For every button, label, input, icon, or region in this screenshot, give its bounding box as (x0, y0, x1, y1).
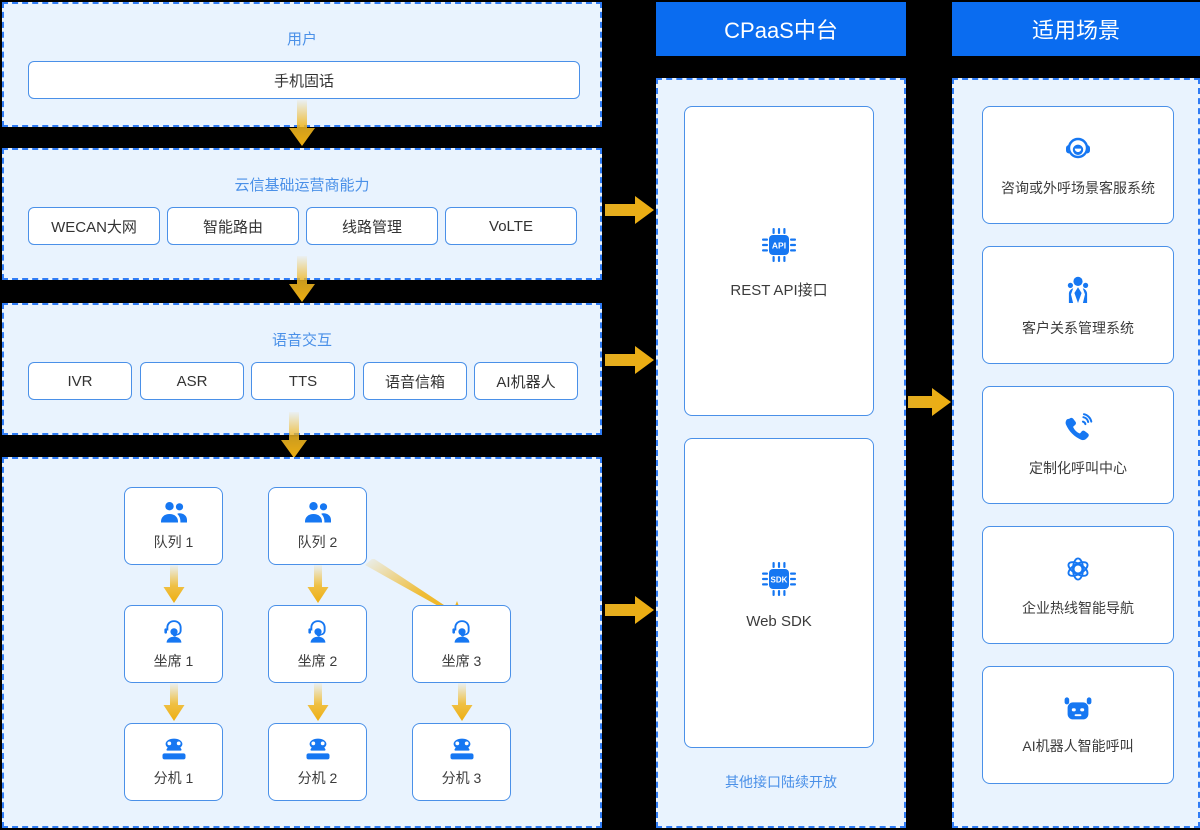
api-chip-icon: API (757, 223, 801, 267)
node-extension-3[interactable]: 分机 3 (412, 723, 511, 801)
node-label: 分机 3 (441, 769, 482, 786)
scenario-label: 企业热线智能导航 (1022, 599, 1134, 616)
scenario-label: 咨询或外呼场景客服系统 (1001, 179, 1155, 196)
chip-ai-robot[interactable]: AI机器人 (474, 362, 578, 400)
node-label: 分机 1 (153, 769, 194, 786)
atom-navigation-icon (1062, 553, 1094, 588)
arrow-down-queue1-agent1 (161, 565, 187, 610)
arrow-down-carrier-to-voice (286, 256, 318, 309)
node-agent-3[interactable]: 坐席 3 (412, 605, 511, 683)
chip-voicemail[interactable]: 语音信箱 (363, 362, 467, 400)
node-label: 坐席 2 (297, 652, 338, 669)
crm-people-icon (1062, 273, 1094, 308)
arrow-down-agent1-ext1 (161, 683, 187, 728)
card-rest-api[interactable]: API REST API接口 (684, 106, 874, 416)
chip-mobile-landline[interactable]: 手机固话 (28, 61, 580, 99)
arrow-down-queue2-agent2 (305, 565, 331, 610)
section-voice-interaction: 语音交互 IVR ASR TTS 语音信箱 AI机器人 (2, 303, 602, 435)
scenario-card-customer-service[interactable]: 咨询或外呼场景客服系统 (982, 106, 1174, 224)
users-group-icon (160, 501, 188, 525)
cpaas-footnote: 其他接口陆续开放 (725, 774, 837, 790)
desk-phone-icon (305, 737, 331, 761)
node-extension-2[interactable]: 分机 2 (268, 723, 367, 801)
banner-scenarios: 适用场景 (952, 2, 1200, 56)
arrow-down-agent3-ext3 (449, 683, 475, 728)
customer-service-icon (1062, 133, 1094, 168)
scenario-card-call-center[interactable]: 定制化呼叫中心 (982, 386, 1174, 504)
sdk-chip-text: SDK (771, 575, 788, 584)
ringing-phone-icon (1062, 412, 1094, 448)
chip-ivr[interactable]: IVR (28, 362, 132, 400)
chip-volte[interactable]: VoLTE (445, 207, 577, 245)
arrow-down-user-to-carrier (286, 100, 318, 153)
arrow-right-carrier-to-cpaas (605, 193, 655, 232)
section-title-carrier: 云信基础运营商能力 (234, 177, 370, 194)
desk-phone-icon (449, 737, 475, 761)
api-chip-text: API (772, 240, 786, 250)
chip-asr[interactable]: ASR (140, 362, 244, 400)
arrow-down-voice-to-routing (278, 412, 310, 465)
desk-phone-icon (161, 737, 187, 761)
arrow-right-cpaas-to-scenarios (908, 385, 952, 424)
card-label: Web SDK (746, 612, 812, 630)
chip-smart-routing[interactable]: 智能路由 (167, 207, 299, 245)
chip-wecan-network[interactable]: WECAN大网 (28, 207, 160, 245)
panel-scenarios: 咨询或外呼场景客服系统 客户关系管理系统 定制化呼叫中心 (952, 78, 1200, 828)
node-label: 坐席 1 (153, 652, 194, 669)
scenario-card-crm[interactable]: 客户关系管理系统 (982, 246, 1174, 364)
card-web-sdk[interactable]: SDK Web SDK (684, 438, 874, 748)
scenario-label: 客户关系管理系统 (1022, 319, 1134, 336)
scenario-card-hotline-navigation[interactable]: 企业热线智能导航 (982, 526, 1174, 644)
node-label: 分机 2 (297, 769, 338, 786)
headset-agent-icon (161, 618, 187, 644)
sdk-chip-icon: SDK (757, 557, 801, 601)
arrow-right-routing-to-cpaas (605, 593, 655, 632)
node-agent-1[interactable]: 坐席 1 (124, 605, 223, 683)
node-label: 队列 1 (153, 533, 194, 550)
scenario-label: 定制化呼叫中心 (1029, 459, 1127, 476)
banner-cpaas: CPaaS中台 (656, 2, 906, 56)
arrow-down-agent2-ext2 (305, 683, 331, 728)
chip-line-management[interactable]: 线路管理 (306, 207, 438, 245)
card-label: REST API接口 (730, 281, 828, 299)
panel-cpaas: API REST API接口 (656, 78, 906, 828)
users-group-icon (304, 501, 332, 525)
headset-agent-icon (449, 618, 475, 644)
section-title-user: 用户 (286, 31, 317, 48)
scenario-label: AI机器人智能呼叫 (1022, 737, 1134, 754)
node-extension-1[interactable]: 分机 1 (124, 723, 223, 801)
chip-tts[interactable]: TTS (251, 362, 355, 400)
scenario-card-ai-robot-call[interactable]: AI机器人智能呼叫 (982, 666, 1174, 784)
robot-head-icon (1062, 695, 1094, 726)
node-label: 坐席 3 (441, 652, 482, 669)
arrow-right-voice-to-cpaas (605, 343, 655, 382)
headset-agent-icon (305, 618, 331, 644)
node-queue-1[interactable]: 队列 1 (124, 487, 223, 565)
section-title-voice: 语音交互 (271, 332, 332, 349)
node-label: 队列 2 (297, 533, 338, 550)
node-queue-2[interactable]: 队列 2 (268, 487, 367, 565)
section-routing-topology: 队列 1 队列 2 (2, 457, 602, 828)
node-agent-2[interactable]: 坐席 2 (268, 605, 367, 683)
